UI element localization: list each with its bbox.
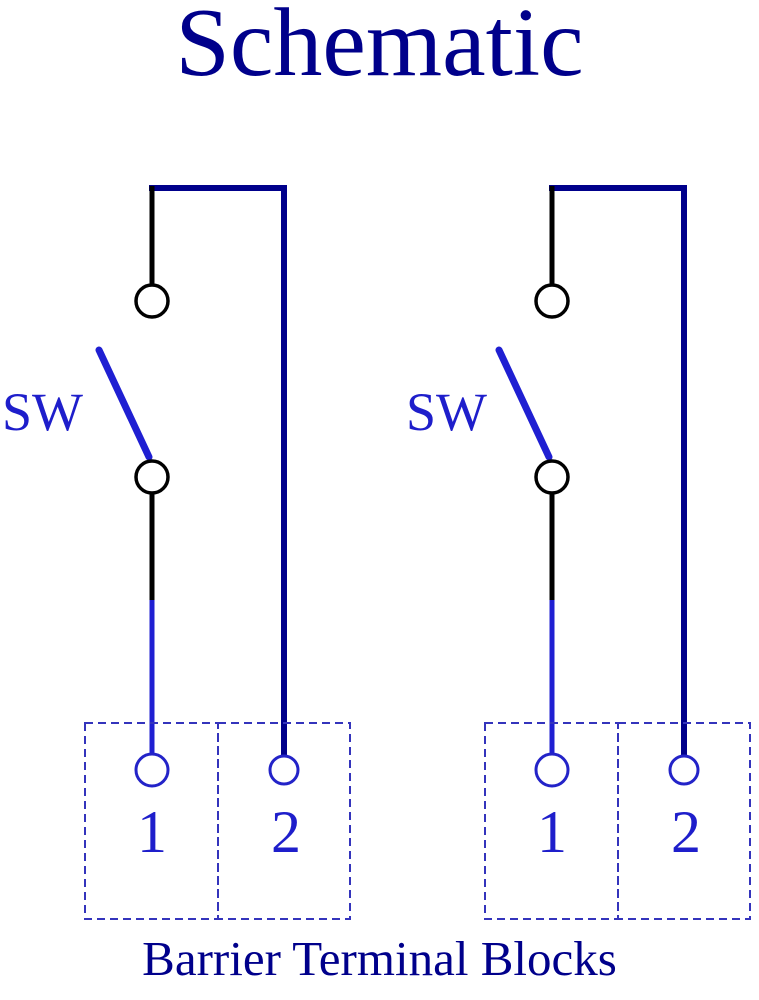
loop-wire bbox=[149, 185, 287, 757]
switch-label: SW bbox=[2, 382, 83, 442]
terminal-block-cell-1 bbox=[84, 722, 219, 920]
switch-lever bbox=[95, 346, 153, 461]
terminal-circle-2 bbox=[268, 754, 300, 786]
terminal-circle-2 bbox=[668, 754, 700, 786]
terminal-label-1: 1 bbox=[137, 799, 167, 865]
terminal-block-cell-2 bbox=[217, 722, 351, 920]
terminal-circle-1 bbox=[534, 752, 570, 788]
switch-bottom-terminal bbox=[534, 459, 570, 495]
switch-label: SW bbox=[406, 382, 487, 442]
terminal-block-cell-1 bbox=[484, 722, 619, 920]
terminal-circle-1 bbox=[134, 752, 170, 788]
switch-top-terminal bbox=[134, 283, 170, 319]
circuit-right: SW 1 2 bbox=[406, 185, 751, 920]
terminal-label-2: 2 bbox=[271, 799, 301, 865]
page-title: Schematic bbox=[175, 0, 584, 97]
terminal-label-2: 2 bbox=[671, 799, 701, 865]
loop-wire bbox=[549, 185, 687, 757]
switch-top-terminal bbox=[534, 283, 570, 319]
terminal-label-1: 1 bbox=[537, 799, 567, 865]
switch-bottom-terminal bbox=[134, 459, 170, 495]
terminal-block-cell-2 bbox=[617, 722, 751, 920]
bottom-caption: Barrier Terminal Blocks bbox=[142, 931, 617, 986]
circuit-left: SW 1 2 bbox=[2, 185, 351, 920]
switch-lever bbox=[495, 346, 553, 461]
